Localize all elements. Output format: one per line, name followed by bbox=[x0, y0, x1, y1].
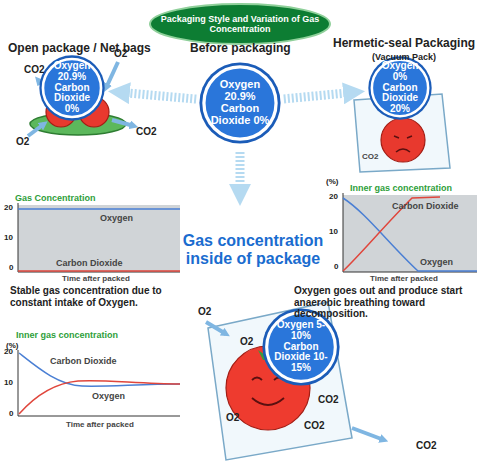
gas-value: Carbon Dioxide 0% bbox=[209, 103, 271, 127]
gas-circle: Oxygen 20.9%Carbon Dioxide 0% bbox=[199, 62, 281, 144]
text-label: CO2 bbox=[24, 64, 45, 76]
text-label: Inner gas concentration bbox=[350, 183, 452, 193]
tomato-face bbox=[252, 378, 284, 406]
co2-line bbox=[18, 270, 180, 272]
text-label: Stable gas concentration due to constant… bbox=[10, 285, 190, 308]
circle-text-wrap: Oxygen 20.9%Carbon Dioxide 0% bbox=[199, 62, 281, 144]
text-label: O2 bbox=[226, 412, 239, 424]
text-label: (%) bbox=[326, 177, 338, 186]
text-label: Oxygen bbox=[420, 257, 453, 267]
text-label: 10 bbox=[4, 233, 13, 242]
chart-area bbox=[343, 195, 477, 272]
text-label: (Vacuum Pack) bbox=[372, 52, 436, 62]
oxygen-line bbox=[18, 208, 180, 210]
text-label: Oxygen bbox=[92, 391, 125, 401]
circle-ring bbox=[368, 56, 431, 119]
co2-line bbox=[19, 381, 180, 414]
text-label: 10 bbox=[4, 378, 13, 387]
text-label: Carbon Dioxide bbox=[56, 258, 123, 268]
gas-arrow bbox=[206, 322, 226, 334]
title-text: Packaging Style and Variation of Gas Con… bbox=[160, 6, 320, 42]
tomato bbox=[381, 118, 425, 162]
circle-text-wrap: Oxygen 20.9%Carbon Dioxide 0% bbox=[39, 55, 105, 121]
gas-arrow bbox=[112, 120, 134, 126]
gas-value: Carbon Dioxide 10-15% bbox=[272, 342, 330, 374]
circle-ring bbox=[39, 55, 104, 120]
text-label: 20 bbox=[4, 347, 13, 356]
circle-fill bbox=[43, 59, 101, 117]
text-label: O2 bbox=[240, 336, 253, 348]
circle-fill bbox=[267, 313, 336, 382]
gas-circle: Oxygen 0%Carbon Dioxide 20% bbox=[368, 56, 432, 120]
text-label: Before packaging bbox=[190, 42, 291, 56]
flow-arrow bbox=[284, 92, 355, 99]
gas-arrow bbox=[28, 124, 44, 136]
text-label: O2 bbox=[16, 136, 29, 148]
text-label: 0 bbox=[9, 409, 13, 418]
flow-arrow bbox=[118, 92, 196, 99]
gas-value: Oxygen 20.9% bbox=[47, 61, 97, 83]
gas-value: Carbon Dioxide 0% bbox=[47, 83, 97, 115]
text-label: 10 bbox=[329, 227, 338, 236]
text-label: CO2 bbox=[304, 420, 325, 432]
text-label: CO2 bbox=[362, 152, 378, 161]
text-label: Inner gas concentration bbox=[16, 330, 118, 340]
circle-text-wrap: Oxygen 0%Carbon Dioxide 20% bbox=[368, 56, 432, 120]
chart-axis bbox=[18, 350, 180, 416]
circle-ring bbox=[199, 62, 280, 143]
gas-value: Oxygen 0% bbox=[375, 61, 425, 83]
text-label: Hermetic-seal Packaging bbox=[333, 37, 475, 51]
circle-fill bbox=[372, 60, 428, 116]
gas-arrow bbox=[106, 62, 118, 88]
text-label: O2 bbox=[114, 48, 127, 60]
text-label: CO2 bbox=[318, 394, 339, 406]
gas-arrow bbox=[352, 428, 384, 440]
text-label: Time after packed bbox=[370, 274, 438, 283]
flow-arrow bbox=[236, 152, 245, 196]
gas-value: Carbon Dioxide 20% bbox=[375, 83, 425, 115]
gas-value: Oxygen 20.9% bbox=[209, 79, 271, 103]
text-label: 0 bbox=[334, 262, 338, 271]
text-label: Carbon Dioxide bbox=[392, 201, 459, 211]
text-label: Open package / Net bags bbox=[8, 42, 151, 56]
text-label: CO2 bbox=[136, 126, 157, 138]
gas-value: Oxygen 5-10% bbox=[272, 320, 330, 342]
packaging-bag bbox=[208, 302, 352, 460]
text-label: Gas Concentration bbox=[15, 193, 96, 203]
circle-fill bbox=[204, 67, 276, 139]
chart-axis bbox=[18, 203, 180, 272]
gas-circle: Oxygen 5-10%Carbon Dioxide 10-15% bbox=[262, 308, 340, 386]
chart-area bbox=[18, 205, 180, 272]
text-label: Oxygen bbox=[100, 213, 133, 223]
text-label: 20 bbox=[4, 203, 13, 212]
circle-text-wrap: Oxygen 5-10%Carbon Dioxide 10-15% bbox=[262, 308, 340, 386]
chart-axis bbox=[343, 193, 477, 272]
text-label: CO2 bbox=[416, 440, 437, 452]
text-label: Time after packed bbox=[62, 274, 130, 283]
gas-circle: Oxygen 20.9%Carbon Dioxide 0% bbox=[39, 55, 105, 121]
tomato-face bbox=[394, 136, 412, 152]
text-label: 20 bbox=[329, 192, 338, 201]
text-label: Carbon Dioxide bbox=[50, 356, 117, 366]
text-label: Time after packed bbox=[66, 420, 134, 429]
title-ellipse bbox=[150, 4, 330, 44]
circle-ring bbox=[262, 308, 339, 385]
text-label: Gas concentration inside of package bbox=[178, 232, 328, 269]
oxygen-line bbox=[343, 198, 477, 271]
text-label: O2 bbox=[198, 306, 211, 318]
text-label: 0 bbox=[9, 263, 13, 272]
text-label: Oxygen goes out and produce start anaero… bbox=[294, 285, 478, 320]
